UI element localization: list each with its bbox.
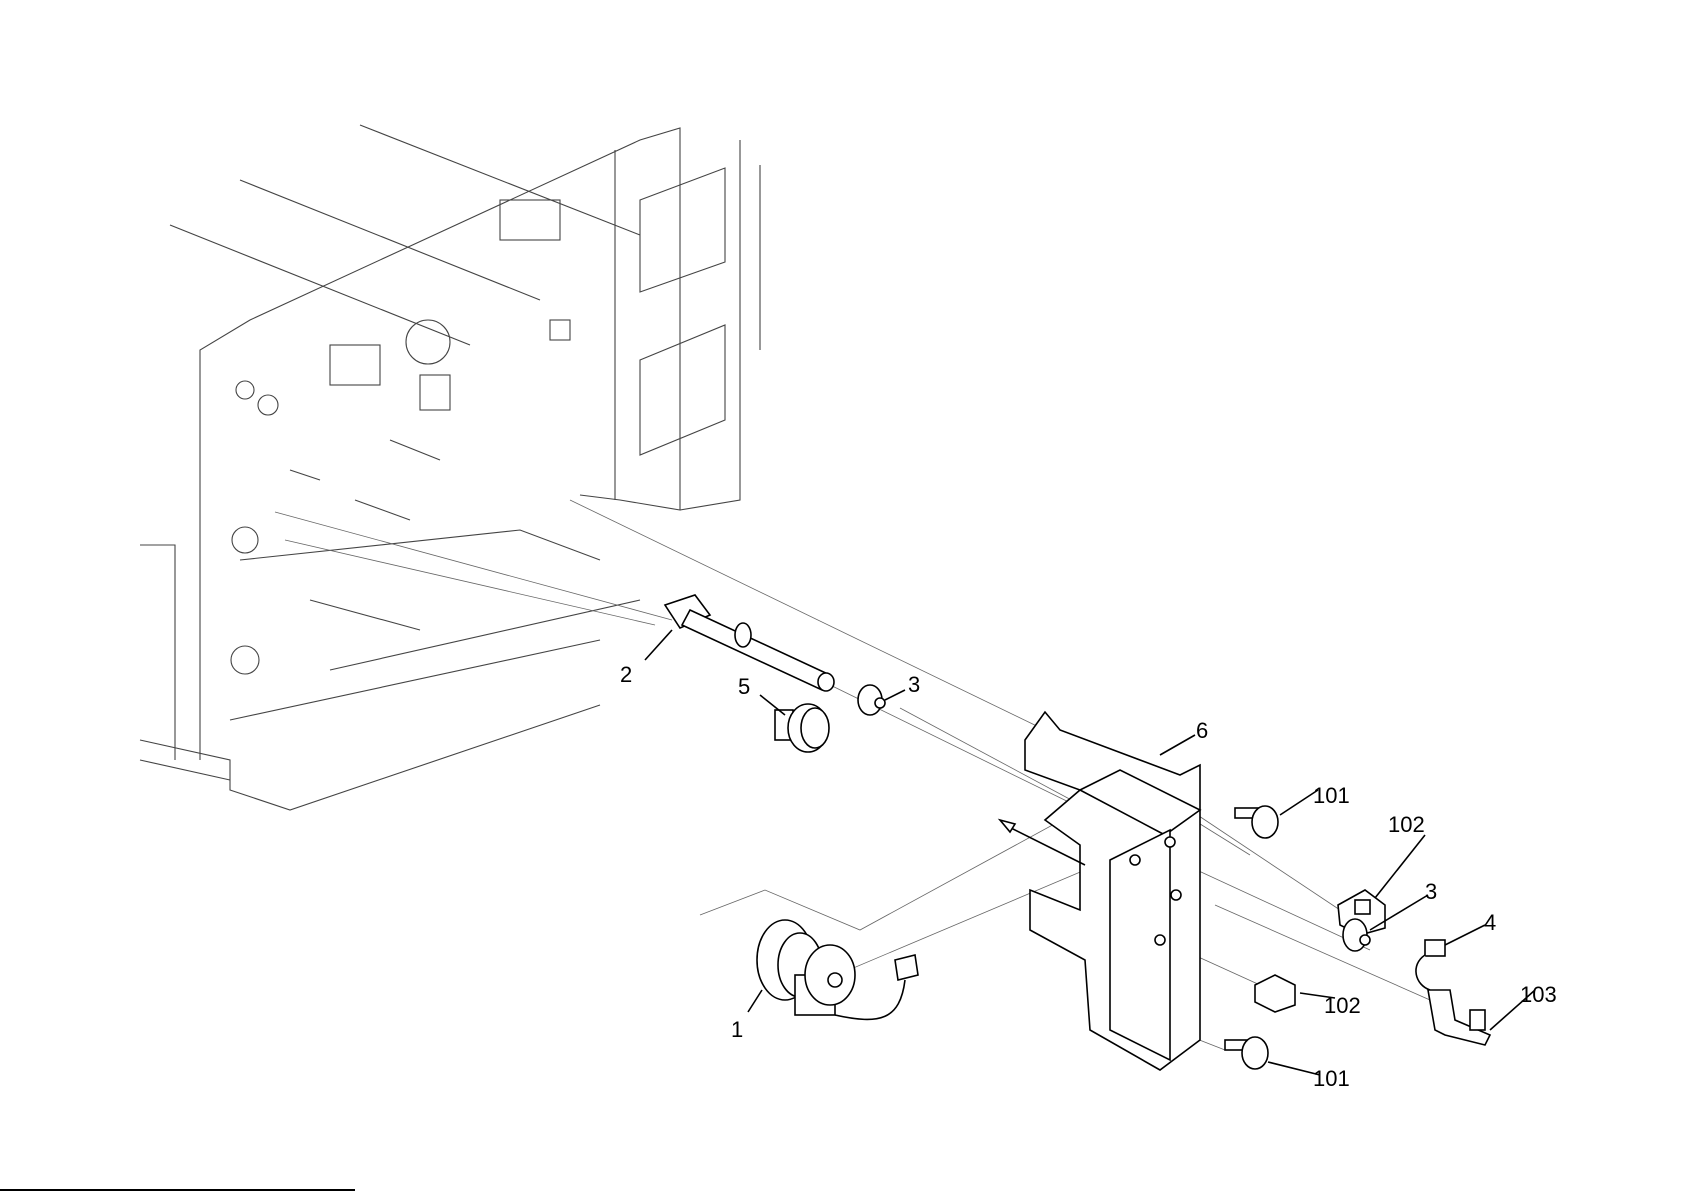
callout-6: 6: [1196, 718, 1208, 743]
callout-102-upper: 102: [1388, 812, 1425, 837]
callout-103: 103: [1520, 982, 1557, 1007]
part-103-clamp[interactable]: [1427, 989, 1492, 1046]
machine-frame: [139, 124, 761, 811]
part-2-shaft[interactable]: [663, 594, 835, 692]
callout-3-lower: 3: [1425, 879, 1437, 904]
part-102-clamp-lower[interactable]: [1254, 974, 1296, 1013]
part-101-screw-upper[interactable]: [1234, 805, 1279, 839]
callout-1: 1: [731, 1017, 743, 1042]
part-4-clip[interactable]: [1415, 939, 1446, 991]
part-3-bushing-lower[interactable]: [1342, 918, 1371, 952]
callout-101-upper: 101: [1313, 783, 1350, 808]
part-6-bracket[interactable]: [997, 710, 1202, 1071]
callout-102-lower: 102: [1324, 993, 1361, 1018]
part-3-bushing-upper[interactable]: [857, 684, 886, 716]
callout-101-lower: 101: [1313, 1066, 1350, 1091]
callout-2: 2: [620, 662, 632, 687]
callout-labels: 2 3 5 6 101 102 3 4 103 102 1 101: [620, 662, 1557, 1091]
part-1-motor[interactable]: [756, 919, 919, 1021]
part-5-gear[interactable]: [774, 703, 830, 753]
part-101-screw-lower[interactable]: [1224, 1036, 1269, 1070]
callout-5: 5: [738, 674, 750, 699]
callout-leaders: [644, 629, 1536, 1076]
callout-3-upper: 3: [908, 672, 920, 697]
callout-4: 4: [1484, 910, 1496, 935]
